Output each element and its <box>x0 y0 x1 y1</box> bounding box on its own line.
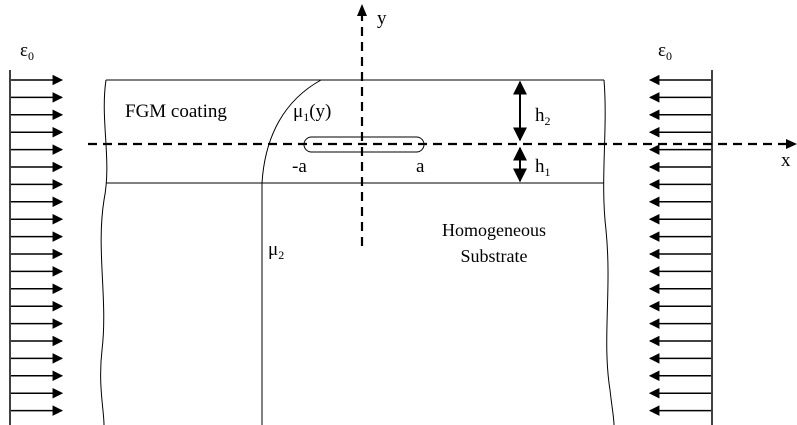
right-load-arrows <box>648 74 711 416</box>
y-axis-arrowhead <box>357 4 367 16</box>
x-axis-label: x <box>781 150 791 171</box>
body-left-edge <box>100 79 108 425</box>
mu2-label: μ2 <box>268 239 284 262</box>
h1-label: h1 <box>535 156 551 179</box>
epsilon-right-label: ε0 <box>658 40 672 63</box>
x-axis-arrowhead <box>786 139 797 149</box>
crack-tip-right-label: a <box>416 156 425 177</box>
coating-label: FGM coating <box>125 101 227 122</box>
body-right-edge <box>603 79 615 425</box>
crack-tip-left-label: -a <box>292 156 307 177</box>
mu1-label: μ1(y) <box>293 101 331 124</box>
property-profile-curve <box>261 79 322 425</box>
substrate-label-line1: Homogeneous <box>442 220 546 240</box>
y-axis-label: y <box>377 8 387 29</box>
h2-label: h2 <box>535 105 551 128</box>
left-load-arrows <box>11 74 64 416</box>
epsilon-left-label: ε0 <box>20 40 34 63</box>
substrate-label-line2: Substrate <box>461 246 528 266</box>
